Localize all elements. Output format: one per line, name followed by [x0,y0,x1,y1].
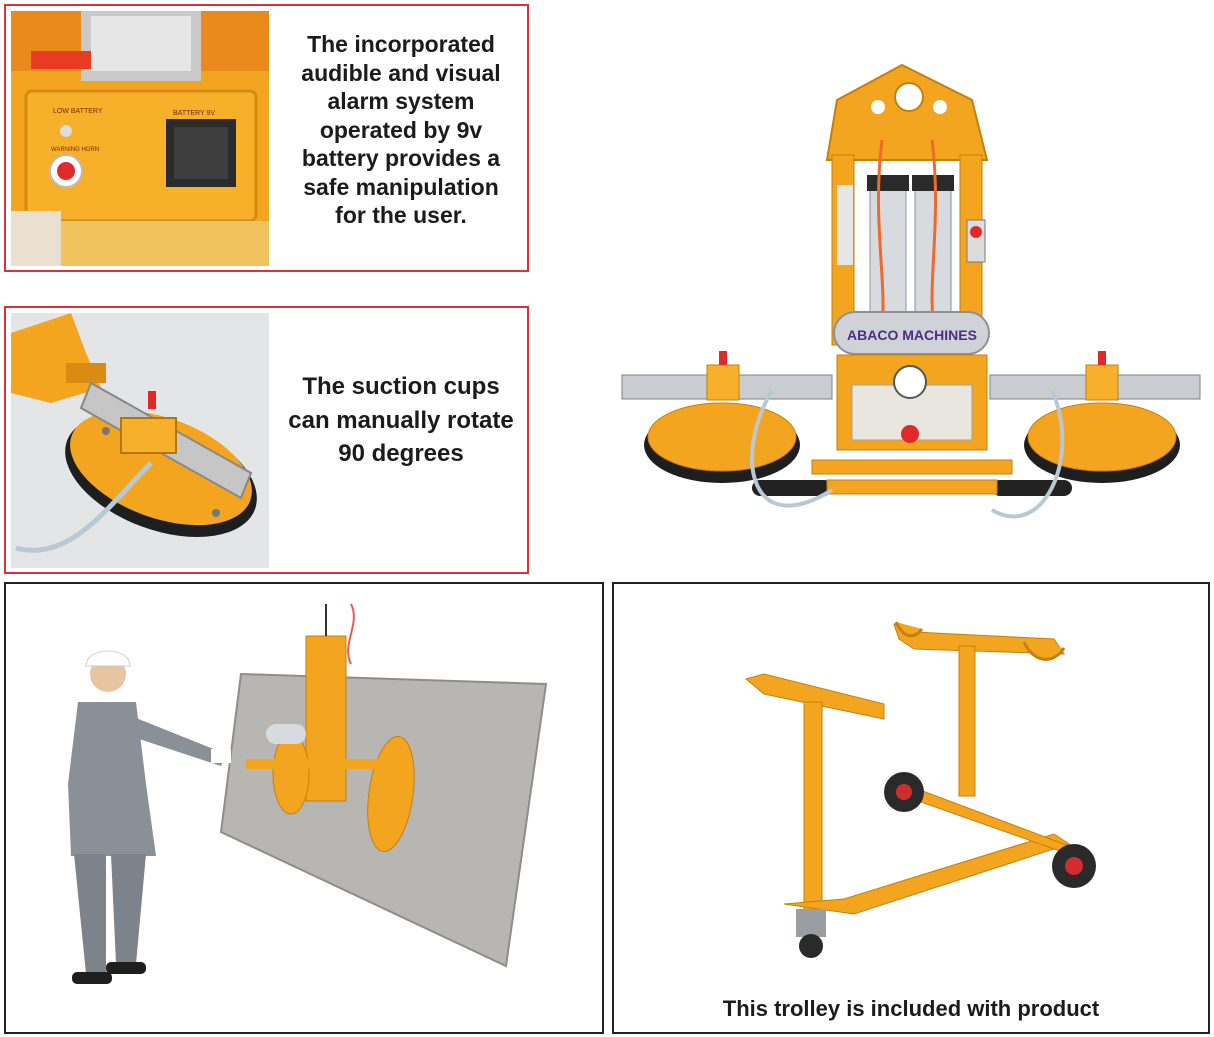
vacuum-lifter-product-image: ABACO MACHINES [612,40,1202,560]
lifter-brand-label: ABACO MACHINES [847,327,977,343]
suction-cup-closeup-photo [11,313,269,568]
worker-lifting-slab-photo [6,584,602,1032]
trolley-caption: This trolley is included with product [722,995,1100,1021]
trolley-photo [614,584,1208,984]
alarm-caption: The incorporated audible and visual alar… [301,31,501,229]
alarm-closeup-photo: LOW BATTERY BATTERY 9V WARNING HORN [11,11,269,266]
low-battery-label: LOW BATTERY [53,108,103,115]
trolley-panel: This trolley is included with product [612,582,1210,1034]
alarm-feature-panel: LOW BATTERY BATTERY 9V WARNING HORN The … [4,4,529,272]
warning-horn-label: WARNING HORN [51,147,99,153]
worker-lifting-slab-panel [4,582,604,1034]
suction-cup-feature-panel: The suction cups can manually rotate 90 … [4,306,529,574]
suction-cup-caption: The suction cups can manually rotate 90 … [288,373,514,468]
battery-label: BATTERY 9V [173,110,215,117]
